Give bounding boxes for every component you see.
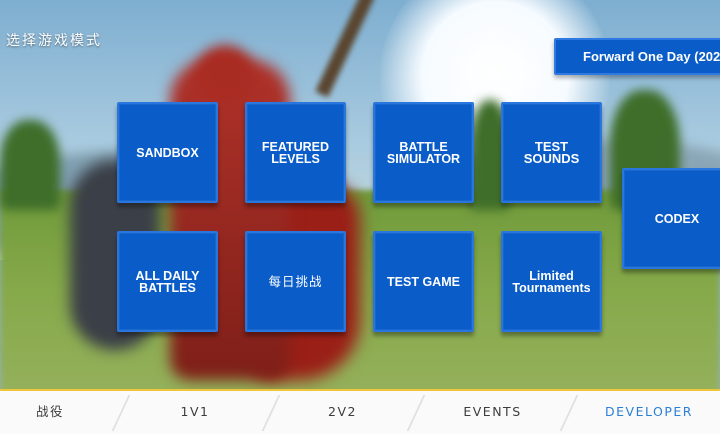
knight-head: [195, 45, 255, 105]
tree: [0, 120, 60, 210]
page-title: 选择游戏模式: [6, 33, 102, 49]
daily-challenge-button[interactable]: 每日挑战: [245, 231, 346, 332]
sandbox-button[interactable]: SANDBOX: [117, 102, 218, 203]
forward-one-day-button[interactable]: Forward One Day (2020: [554, 38, 720, 75]
tab-campaign[interactable]: 战役: [35, 404, 64, 419]
test-game-button[interactable]: TEST GAME: [373, 231, 474, 332]
mode-tab-bar: 战役 1V1 2V2 EVENTS DEVELOPER: [0, 389, 720, 434]
all-daily-battles-button[interactable]: ALL DAILY BATTLES: [117, 231, 218, 332]
featured-levels-button[interactable]: FEATURED LEVELS: [245, 102, 346, 203]
battle-simulator-button[interactable]: BATTLE SIMULATOR: [373, 102, 474, 203]
test-sounds-button[interactable]: TEST SOUNDS: [501, 102, 602, 203]
tab-separator: [406, 395, 426, 431]
limited-tournaments-button[interactable]: Limited Tournaments: [501, 231, 602, 332]
tab-separator: [261, 395, 281, 431]
tab-events[interactable]: EVENTS: [463, 404, 522, 419]
tab-1v1[interactable]: 1V1: [180, 404, 210, 419]
codex-button[interactable]: CODEX: [622, 168, 720, 269]
tab-separator: [559, 395, 579, 431]
tab-2v2[interactable]: 2V2: [328, 404, 357, 419]
tab-separator: [111, 395, 131, 431]
tab-developer[interactable]: DEVELOPER: [605, 404, 693, 419]
